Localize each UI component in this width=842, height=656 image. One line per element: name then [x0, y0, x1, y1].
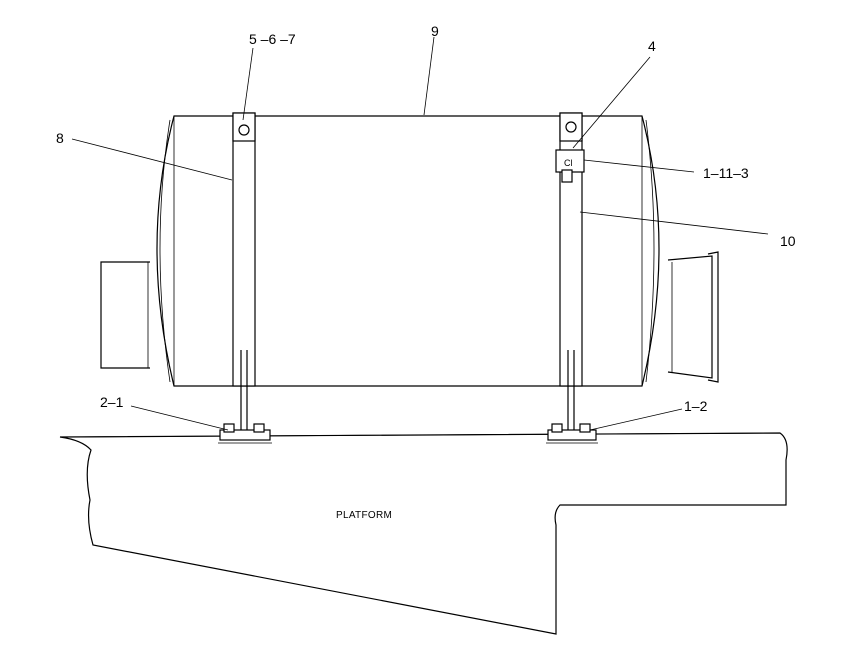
- leader-lines: [71, 36, 769, 431]
- platform-label: PLATFORM: [336, 510, 392, 521]
- callout-labels: 5 –6 –7 9 4 8 1–11–3 10 2–1 1–2: [56, 23, 796, 414]
- callout-2-1: 2–1: [100, 394, 124, 410]
- callout-9: 9: [431, 23, 439, 39]
- callout-10: 10: [780, 233, 796, 249]
- platform: [59, 432, 788, 635]
- callout-8: 8: [56, 130, 64, 146]
- muffler-body: [156, 115, 660, 387]
- clamp-bracket: Cl: [555, 149, 585, 183]
- callout-5-6-7: 5 –6 –7: [249, 31, 296, 47]
- svg-text:Cl: Cl: [564, 158, 573, 168]
- inlet-pipe: [100, 261, 150, 369]
- callout-1-2: 1–2: [684, 398, 708, 414]
- callout-4: 4: [648, 38, 656, 54]
- callout-1-11-3: 1–11–3: [703, 165, 749, 181]
- outlet-pipe: [667, 251, 719, 383]
